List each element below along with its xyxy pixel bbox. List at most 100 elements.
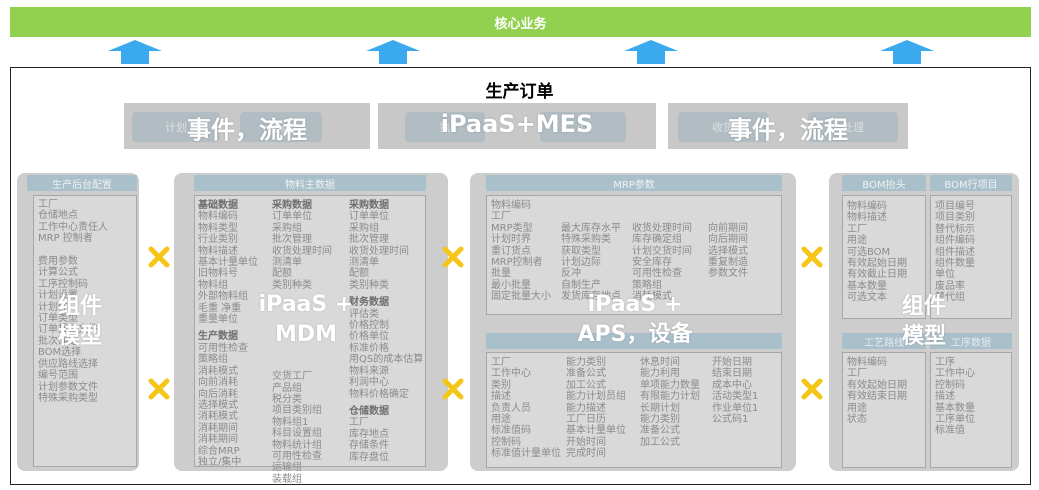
- list-item: 负责人员: [491, 402, 531, 414]
- list-item: 向前期间: [708, 222, 748, 234]
- list-item: 策略组: [198, 354, 228, 366]
- routing-column: 能力类别准备公式加工公式能力计划员组能力描述工厂日历基本计量单位开始时间完成时间: [566, 357, 626, 460]
- route-head-list: [842, 352, 926, 468]
- list-item: [708, 211, 748, 222]
- top-box-label: 事件，流程: [187, 116, 307, 144]
- list-item: 消耗模式: [632, 291, 672, 303]
- list-item: 特殊采购类: [561, 234, 611, 246]
- list-item: 反冲: [561, 268, 581, 280]
- list-item: 废品率: [935, 280, 965, 292]
- list-item: 计算公式: [38, 267, 78, 279]
- list-item: 类别种类: [349, 279, 389, 291]
- list-item: 加工公式: [640, 436, 680, 448]
- mrp-table: [486, 195, 782, 315]
- list-item: 物料来源: [349, 365, 389, 377]
- list-item: 有效结束日期: [847, 391, 907, 403]
- mdm-column-purchase: 采购数据订单单位采购组批次管理收货处理时间测清单配额类别种类 交货工厂产品组税分…: [272, 200, 332, 485]
- cross-icon: [442, 378, 464, 400]
- list-item: 用途: [847, 235, 867, 247]
- list-item: 订单单位: [272, 211, 312, 223]
- list-item: 采购组: [349, 222, 379, 234]
- list-item: 计划边际: [561, 257, 601, 269]
- list-item: 收货处理时间: [632, 222, 692, 234]
- list-item: 基本数量: [935, 402, 975, 414]
- list-item: 单位: [935, 269, 955, 281]
- list-item: 开始日期: [712, 357, 752, 368]
- mdm-column-basic: 基础数据物料编码物料类型行业类别物料描述基本计量单位旧物料号物料组外部物料组毛重…: [198, 200, 258, 468]
- list-item: 标准价格: [349, 342, 389, 354]
- list-item: MRP类型: [491, 222, 533, 234]
- list-item: [38, 245, 108, 256]
- list-item: 价格单位: [349, 331, 389, 343]
- up-arrow-icon: [880, 40, 934, 64]
- list-item: 费用参数: [38, 256, 78, 268]
- list-item: 工作中心: [935, 368, 975, 380]
- route-head-items: 物料编码工厂有效起始日期有效结束日期用途状态: [847, 357, 907, 425]
- list-item: 订单单位: [349, 211, 389, 223]
- list-item: [708, 200, 748, 211]
- list-item: 基本数量: [847, 280, 887, 292]
- list-item: 能力类别: [566, 357, 606, 368]
- list-item: 消耗期间: [198, 422, 238, 434]
- list-item: 独立/集中: [198, 456, 242, 468]
- list-item: MRP 控制者: [38, 233, 93, 245]
- route-item-items: 工序工作中心控制码描述基本数量工序单位标准值: [935, 357, 975, 437]
- list-item: 计划件: [38, 301, 68, 313]
- component-model-label: 组件 模型: [901, 294, 946, 349]
- ghost-step: 汇: [540, 112, 626, 142]
- bom-item-items: 项目编号项目类别替代标示组件编码组件描述组件数量单位废品率替代组: [935, 201, 975, 304]
- list-item: 组件编码: [935, 235, 975, 247]
- config-list: [33, 195, 137, 467]
- list-item: 特殊采购类型: [38, 392, 98, 404]
- list-item: 综合MRP: [198, 445, 240, 457]
- top-box-label: iPaaS+MES: [440, 110, 594, 138]
- list-item: 类别种类: [272, 279, 312, 291]
- mrp-column: 最大库存水平特殊采购类获取类型计划边际反冲自制生产发货库存地点: [561, 200, 621, 303]
- list-item: 基本计量单位: [566, 425, 626, 437]
- list-item: 可选BOM: [847, 246, 891, 258]
- list-item: 选择模式: [198, 399, 238, 411]
- list-item: 交货工厂: [272, 371, 312, 383]
- route-item-header: 工序数据: [930, 333, 1012, 349]
- mrp-column: 向前期间向后期间选择模式重复制造参数文件: [708, 200, 748, 280]
- bom-item-list: [930, 195, 1012, 319]
- list-item: 自制生产: [561, 279, 601, 291]
- list-item: 项目类别: [935, 212, 975, 224]
- list-item: 参数文件: [708, 268, 748, 280]
- list-item: [561, 200, 621, 211]
- list-item: 项目类别组: [272, 405, 322, 417]
- list-item: 公式码1: [712, 414, 749, 426]
- list-item: 批次管理: [349, 234, 389, 246]
- list-item: 可用性检查: [632, 268, 682, 280]
- list-item: 加工公式: [566, 379, 606, 391]
- top-box-label: 事件，流程: [728, 116, 848, 144]
- module-header: 生产后台配置: [27, 175, 137, 191]
- list-item: 订单报告文件: [38, 324, 98, 336]
- list-item: 标准值: [935, 425, 965, 437]
- list-item: 评估类: [349, 308, 379, 320]
- section-title: 财务数据: [349, 297, 389, 309]
- list-item: 完成时间: [566, 448, 606, 460]
- route-head-header: 工艺路线: [842, 333, 926, 349]
- component-model-label: 组件 模型: [57, 294, 102, 349]
- list-item: 计划交货时间: [632, 245, 692, 257]
- list-item: 能力类别: [640, 414, 680, 426]
- list-item: 用QS的成本估算: [349, 354, 424, 366]
- order-title: 生产订单: [485, 82, 554, 102]
- banner-label: 核心业务: [494, 16, 547, 32]
- list-item: 控制码: [491, 436, 521, 448]
- list-item: 行业类别: [198, 234, 238, 246]
- section-title: 仓储数据: [349, 405, 389, 417]
- list-item: 替代组: [935, 292, 965, 304]
- list-item: 能力描述: [566, 402, 606, 414]
- ghost-step: 执: [405, 112, 485, 142]
- list-item: 测清单: [349, 257, 379, 269]
- list-item: 物料描述: [198, 245, 238, 257]
- list-item: 批量: [491, 268, 511, 280]
- cross-icon: [148, 246, 170, 268]
- list-item: 物料类型: [198, 222, 238, 234]
- list-item: 物料组1: [272, 416, 309, 428]
- list-item: 物料编码: [491, 200, 531, 211]
- ghost-step: 收货: [678, 112, 768, 142]
